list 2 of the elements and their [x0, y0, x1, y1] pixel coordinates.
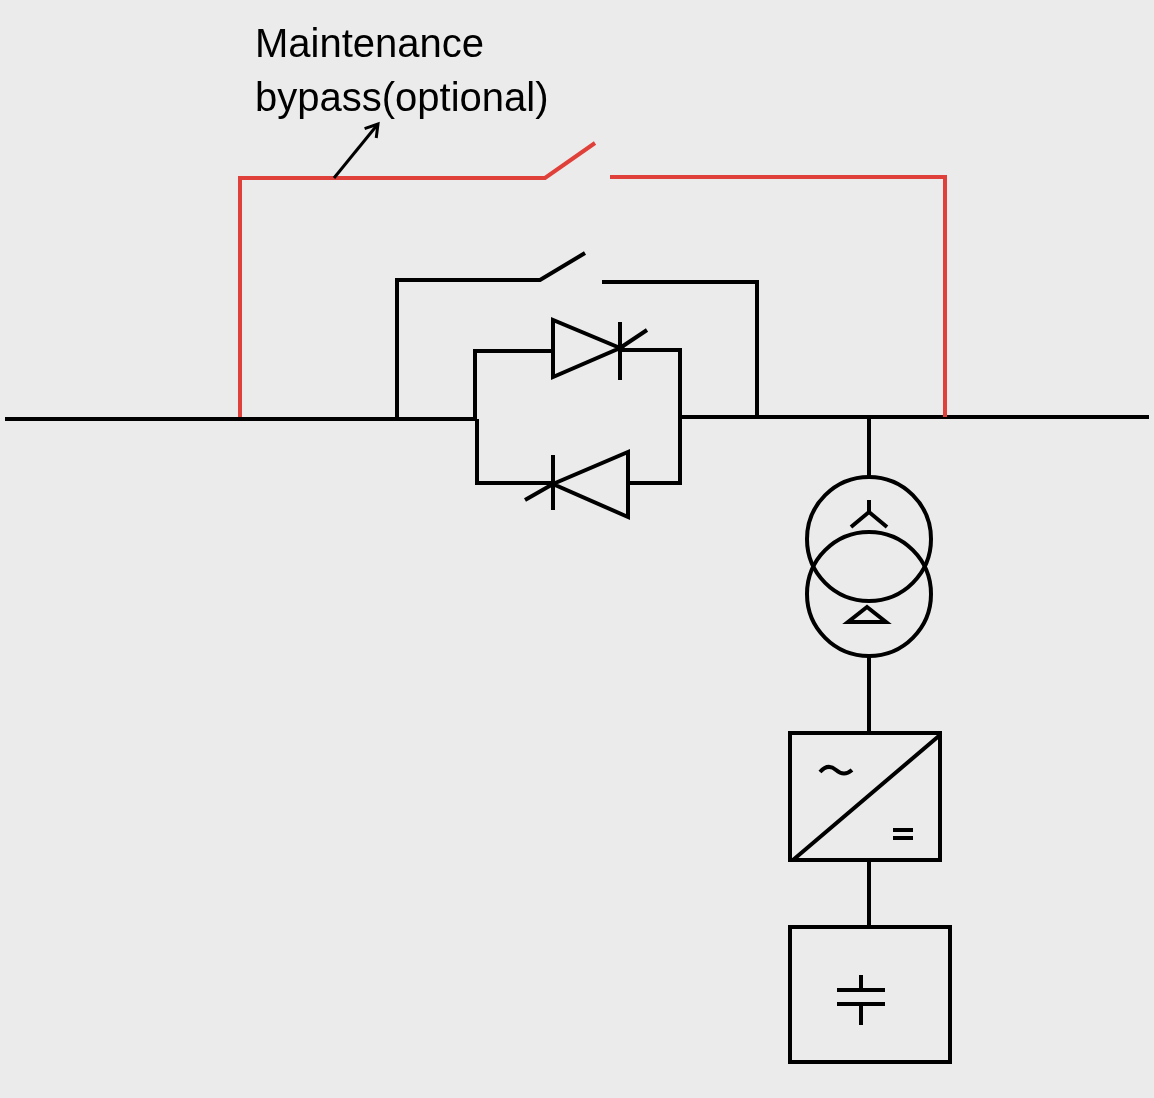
bypass-label: Maintenance bypass(optional): [255, 16, 615, 124]
bypass-switch-drawing: [238, 141, 947, 419]
